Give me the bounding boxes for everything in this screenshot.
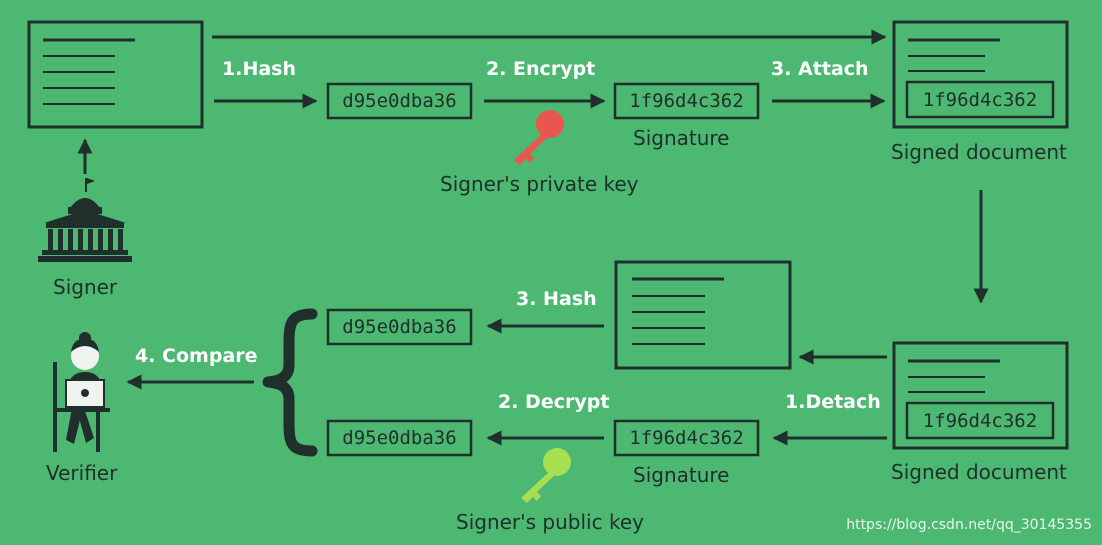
step-compare-label: 4. Compare [135,345,258,367]
watermark-text: https://blog.csdn.net/qq_30145355 [846,517,1092,533]
arrows [77,29,989,446]
top-hash-value: d95e0dba36 [342,90,457,112]
signer-building-icon [38,178,132,262]
public-key-icon [521,448,571,503]
bottom-hash-box-bottom [326,419,473,457]
top-signature-caption: Signature [633,126,730,150]
bottom-signed-doc-signature: 1f96d4c362 [922,409,1038,432]
bottom-signature-caption: Signature [633,463,730,487]
bottom-hash-value-top: d95e0dba36 [342,316,457,338]
bottom-hash-box-top [326,308,473,346]
verifier-caption: Verifier [46,461,118,485]
private-key-icon [514,110,564,165]
original-document [27,20,204,129]
private-key-caption: Signer's private key [440,172,639,196]
top-signed-doc-caption: Signed document [891,140,1067,164]
bottom-hash-value-bottom: d95e0dba36 [342,427,457,449]
step-hash-verify-label: 3. Hash [516,288,597,310]
detached-document [614,260,792,370]
step-encrypt-label: 2. Encrypt [486,58,596,80]
public-key-caption: Signer's public key [456,510,644,534]
top-signed-document [892,20,1069,129]
top-signature-box [613,82,760,120]
top-hash-box [326,82,473,120]
bottom-signature-value: 1f96d4c362 [629,427,744,449]
step-decrypt-label: 2. Decrypt [498,391,610,413]
bottom-signed-doc-caption: Signed document [891,460,1067,484]
verifier-person-icon [53,332,110,452]
compare-curly-brace [262,308,318,457]
bottom-signed-document [892,341,1069,450]
top-signed-doc-signature: 1f96d4c362 [922,88,1038,111]
signer-caption: Signer [53,275,118,299]
bottom-signature-box [613,419,760,457]
step-hash-label: 1.Hash [222,58,296,80]
step-attach-label: 3. Attach [771,58,869,80]
top-signature-value: 1f96d4c362 [629,90,744,112]
step-detach-label: 1.Detach [785,391,881,413]
